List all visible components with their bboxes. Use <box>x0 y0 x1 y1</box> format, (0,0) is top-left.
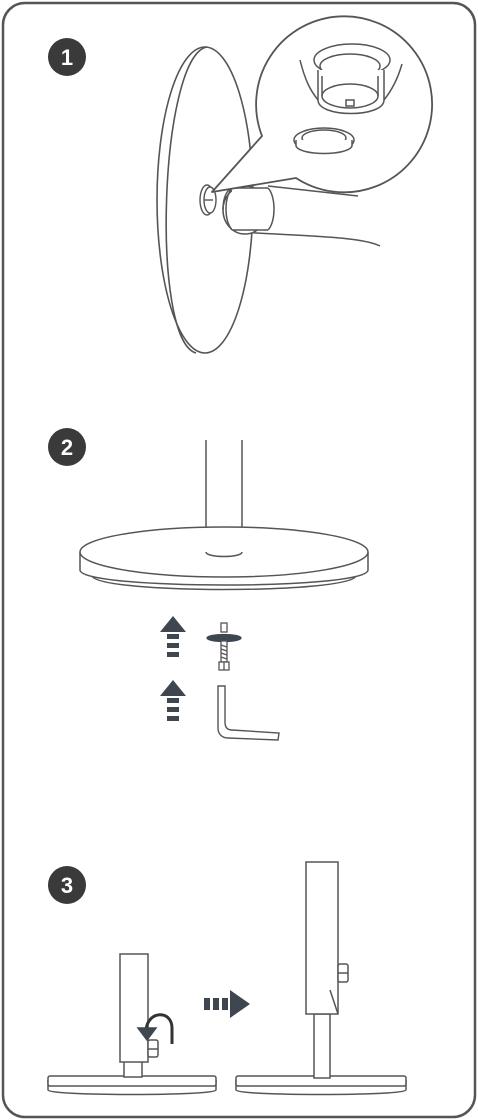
step-1-badge: 1 <box>48 38 86 76</box>
step-2-number: 2 <box>61 435 73 460</box>
step-1-number: 1 <box>61 45 73 70</box>
base-plate <box>80 527 368 590</box>
step-3-number: 3 <box>61 873 73 898</box>
step-2-badge: 2 <box>48 428 86 466</box>
step-3-badge: 3 <box>48 866 86 904</box>
